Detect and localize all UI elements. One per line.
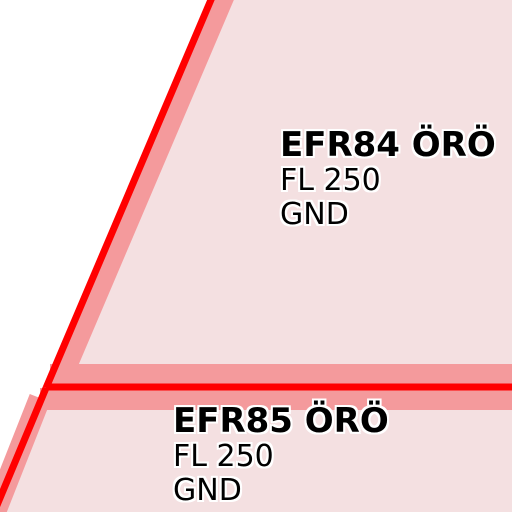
zone-lower-limit: GND [173, 473, 242, 508]
zone-lower-limit: GND [280, 197, 349, 232]
zone-name: EFR84 ÖRÖ [280, 125, 496, 165]
zone-name: EFR85 ÖRÖ [173, 401, 389, 441]
zone-upper-limit: FL 250 [173, 439, 274, 474]
zone-efr84-area[interactable] [45, 0, 512, 385]
zone-upper-limit: FL 250 [280, 163, 381, 198]
zone-efr85-area[interactable] [0, 385, 512, 512]
zone-label-efr85: EFR85 ÖRÖ FL 250 GND [173, 404, 389, 506]
zone-label-efr84: EFR84 ÖRÖ FL 250 GND [280, 128, 496, 230]
